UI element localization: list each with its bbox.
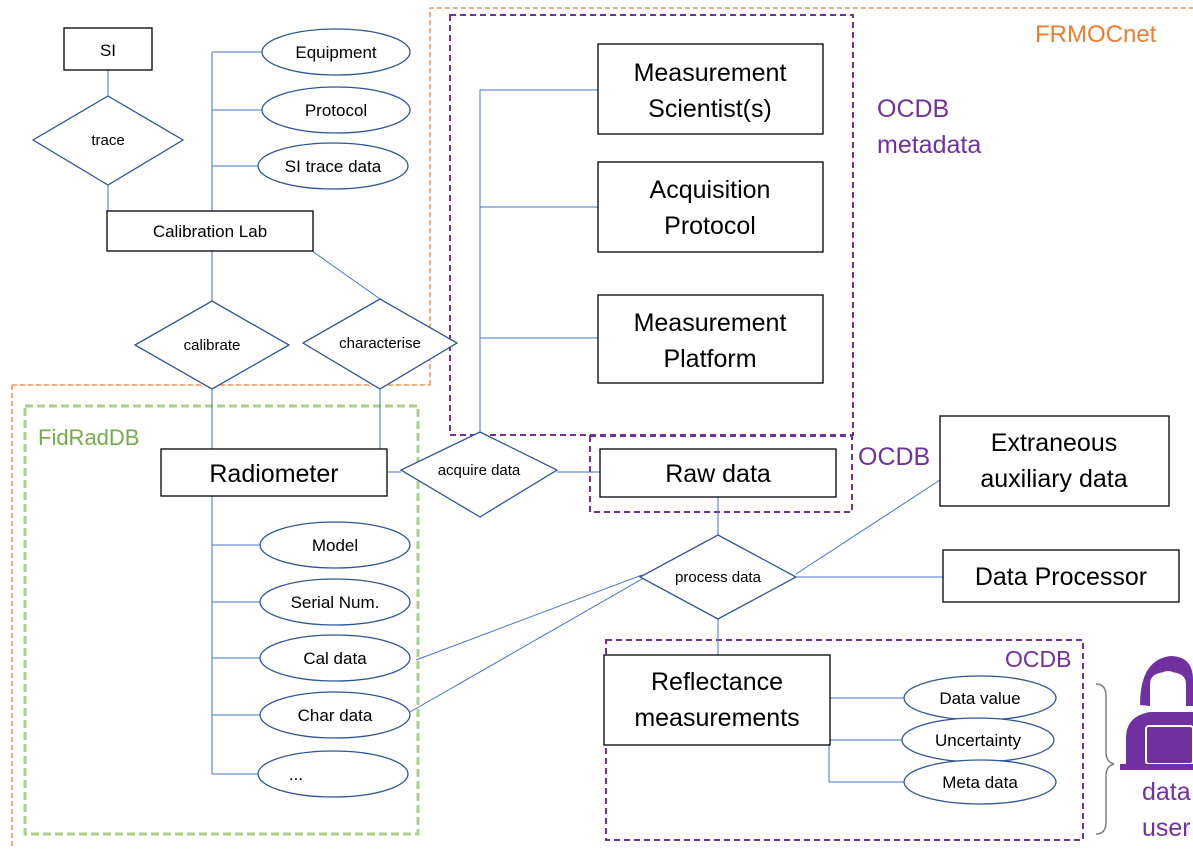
entity-measurement-scientists [597, 43, 824, 135]
fidraddb-label: FidRadDB [38, 425, 139, 450]
connector [795, 479, 941, 575]
entity-si [63, 27, 153, 71]
relationship-calibrate [133, 300, 291, 390]
frmocnet-label: FRMOCnet [1035, 21, 1157, 48]
ocdb-reflectance-label: OCDB [1005, 646, 1071, 672]
ocdb-metadata-label: OCDB [877, 95, 949, 123]
attribute-equipment [261, 28, 411, 76]
connector [409, 578, 643, 713]
entity-acquisition-protocol [597, 161, 824, 253]
entity-data-processor [942, 549, 1180, 603]
attribute-protocol-label: Protocol [305, 101, 367, 120]
ocdb-metadata-label-2: metadata [877, 131, 981, 159]
attribute-char-data [259, 691, 411, 739]
data-user-label-2: user [1142, 814, 1191, 842]
attribute-meta-data [903, 759, 1057, 805]
entity-raw-data-label: Raw data [665, 460, 771, 488]
attribute-char-data-label: Char data [298, 706, 373, 725]
attribute-meta-data-label: Meta data [942, 773, 1018, 792]
relationship-characterise [301, 298, 459, 390]
entity-calibration-lab [106, 210, 314, 252]
connector [415, 574, 643, 661]
attribute-equipment-label: Equipment [295, 43, 377, 62]
ocdb-raw-label: OCDB [858, 443, 930, 471]
attribute-protocol [261, 86, 411, 134]
data-user-label-1: data [1142, 778, 1191, 806]
entity-acquisition-protocol-label-1: Acquisition [650, 176, 771, 204]
entity-measurement-platform-label-1: Measurement [634, 309, 787, 337]
entity-reflectance-measurements [603, 654, 831, 746]
entity-si-label: SI [100, 41, 116, 60]
attribute-si-trace-data-label: SI trace data [285, 157, 382, 176]
attribute-uncertainty-label: Uncertainty [935, 731, 1021, 750]
entity-radiometer-label: Radiometer [209, 460, 338, 488]
entity-raw-data [599, 448, 837, 498]
entity-extraneous-auxiliary-data-label-1: Extraneous [991, 429, 1117, 457]
fidraddb-boundary [23, 404, 420, 836]
relationship-acquire-data-label: acquire data [438, 462, 521, 479]
person-at-laptop-icon [1120, 656, 1193, 770]
entity-extraneous-auxiliary-data [939, 415, 1170, 507]
entity-acquisition-protocol-label-2: Protocol [664, 212, 756, 240]
attribute-data-value-label: Data value [939, 689, 1020, 708]
attribute-model-label: Model [312, 536, 358, 555]
frmocnet-boundary [429, 7, 1193, 385]
relationship-process-data [638, 534, 798, 620]
entity-data-processor-label: Data Processor [975, 563, 1147, 591]
attribute-serial-num [259, 578, 411, 626]
entity-measurement-platform-label-2: Platform [663, 345, 756, 373]
entity-extraneous-auxiliary-data-label-2: auxiliary data [980, 465, 1127, 493]
relationship-process-data-label: process data [675, 569, 762, 586]
attribute-si-trace-data [257, 142, 409, 190]
connector [311, 250, 381, 300]
entity-reflectance-measurements-label-1: Reflectance [651, 668, 783, 696]
entity-measurement-scientists-label-2: Scientist(s) [648, 95, 772, 123]
entity-measurement-scientists-label-1: Measurement [634, 59, 787, 87]
relationship-acquire-data [399, 431, 559, 518]
attribute-ellipsis-label: ... [289, 765, 303, 784]
attribute-model [259, 521, 411, 569]
entity-calibration-lab-label: Calibration Lab [153, 222, 267, 241]
ocdb-raw-boundary [589, 435, 853, 513]
attribute-ellipsis [257, 750, 409, 798]
attribute-cal-data-label: Cal data [303, 649, 367, 668]
curly-brace [1095, 683, 1115, 835]
relationship-trace [31, 95, 185, 186]
attribute-serial-num-label: Serial Num. [291, 593, 380, 612]
relationship-characterise-label: characterise [339, 335, 421, 352]
entity-radiometer [160, 448, 388, 497]
relationship-trace-label: trace [91, 132, 124, 149]
attribute-cal-data [259, 634, 411, 682]
entity-measurement-platform [597, 294, 824, 384]
relationship-calibrate-label: calibrate [184, 337, 241, 354]
entity-reflectance-measurements-label-2: measurements [634, 704, 799, 732]
